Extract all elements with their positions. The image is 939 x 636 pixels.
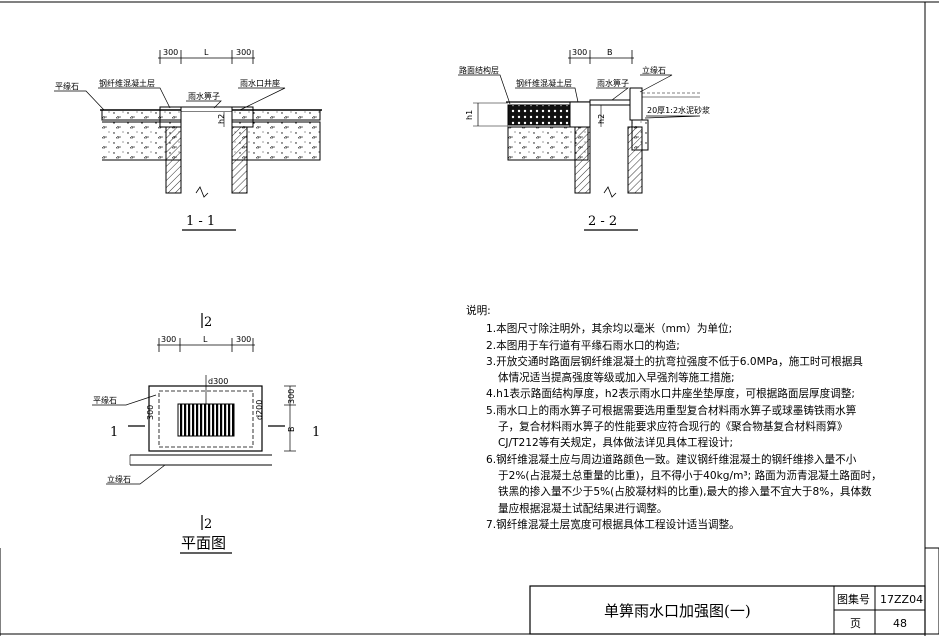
plan-dim-300-left: 300 xyxy=(161,335,176,344)
s1-label-well-seat: 雨水口井座 xyxy=(240,78,280,88)
plan-cut-bottom: 2 xyxy=(204,517,212,532)
drawing-title: 单箅雨水口加强图(一) xyxy=(604,602,751,620)
plan-title: 平面图 xyxy=(181,534,226,552)
title-block: 单箅雨水口加强图(一) 图集号 17ZZ04 页 48 xyxy=(529,585,926,635)
plan-d200: d200 xyxy=(255,400,264,420)
s1-label-fiber-layer: 钢纤维混凝土层 xyxy=(99,78,155,88)
s2-label-grate: 雨水箅子 xyxy=(597,78,629,88)
s2-label-curb-vertical: 立缘石 xyxy=(642,65,666,75)
s2-dim-b: B xyxy=(607,48,613,57)
s1-dim-l: L xyxy=(204,48,209,57)
note-line: 1.本图尺寸除注明外，其余均以毫米（mm）为单位; xyxy=(486,323,733,336)
page-label: 页 xyxy=(850,617,861,630)
s2-label-fiber-layer: 钢纤维混凝土层 xyxy=(516,78,572,88)
plan-label-curb-flat: 平缘石 xyxy=(93,395,117,405)
notes-heading: 说明: xyxy=(466,305,491,317)
plan-r300: 300 xyxy=(287,389,296,404)
plan-l300: 300 xyxy=(146,405,155,420)
note-line: 4.h1表示路面结构厚度，h2表示雨水口井座坐垫厚度，可根据路面层厚度调整; xyxy=(486,388,855,401)
section-1-1: 300 L 300 h2 平缘石 钢纤维混凝土层 雨水箅子 雨水口井座 1 - xyxy=(54,48,322,231)
s2-label-pavement: 路面结构层 xyxy=(459,65,499,75)
note-line: 5.雨水口上的雨水箅子可根据需要选用重型复合材料雨水箅子或球墨铸铁雨水箅 xyxy=(486,404,857,417)
section-1-1-title: 1 - 1 xyxy=(186,214,215,229)
note-line: 体情况适当提高强度等级或加入早强剂等施工措施; xyxy=(498,372,735,385)
plan-cut-top: 2 xyxy=(204,315,212,330)
s1-dim-300-right: 300 xyxy=(236,48,251,57)
plan-label-curb-vertical: 立缘石 xyxy=(107,474,131,484)
s1-label-curb-flat: 平缘石 xyxy=(55,81,79,91)
s2-dim-300: 300 xyxy=(572,48,587,57)
section-2-2-title: 2 - 2 xyxy=(588,214,617,229)
s1-dim-300-left: 300 xyxy=(163,48,178,57)
plan-dim-300-right: 300 xyxy=(236,335,251,344)
note-line: 6.钢纤维混凝土应与周边道路颜色一致。建议钢纤维混凝土的钢纤维掺入量不小 xyxy=(486,453,857,466)
s1-h2: h2 xyxy=(217,114,226,124)
note-line: 子，复合材料雨水箅子的性能要求应符合现行的《聚合物基复合材料雨算》 xyxy=(498,421,848,434)
plan-cut-right: 1 xyxy=(312,425,320,440)
note-line: 3.开放交通时路面层钢纤维混凝土的抗弯拉强度不低于6.0MPa，施工时可根据具 xyxy=(486,355,863,368)
page-value: 48 xyxy=(893,617,907,630)
s2-h2: h2 xyxy=(597,114,606,124)
plan-b: B xyxy=(287,427,296,433)
atlas-value: 17ZZ04 xyxy=(880,593,923,606)
note-line: 量应根据混凝土试配结果进行调整。 xyxy=(498,502,668,515)
note-line: 7.钢纤维混凝土层宽度可根据具体工程设计适当调整。 xyxy=(486,518,740,531)
atlas-label: 图集号 xyxy=(837,592,870,606)
s2-h1: h1 xyxy=(465,110,474,120)
plan-cut-left: 1 xyxy=(110,425,118,440)
notes-block: 说明: 1.本图尺寸除注明外，其余均以毫米（mm）为单位; 2.本图用于车行道有… xyxy=(466,303,886,533)
section-2-2: 300 B h2 h1 路面结构层 钢纤维混凝土层 雨水箅 xyxy=(458,48,710,231)
s2-label-mortar: 20厚1:2水泥砂浆 xyxy=(647,105,710,115)
plan-view: 2 300 L 300 d300 d200 300 300 B xyxy=(92,313,320,554)
note-line: 2.本图用于车行道有平缘石雨水口的构造; xyxy=(486,339,680,352)
plan-d300: d300 xyxy=(208,377,228,386)
note-line: 铁黑的掺入量不少于5%(占胶凝材料的比重),最大的掺入量不宜大于8%，具体数 xyxy=(498,486,872,499)
s1-label-grate: 雨水箅子 xyxy=(188,91,220,101)
note-line: 于2%(占混凝土总重量的比重)，且不得小于40kg/m³; 路面为沥青混凝土路面… xyxy=(498,469,882,482)
note-line: CJ/T212等有关规定，具体做法详见具体工程设计; xyxy=(498,437,734,450)
plan-dim-l: L xyxy=(203,335,208,344)
